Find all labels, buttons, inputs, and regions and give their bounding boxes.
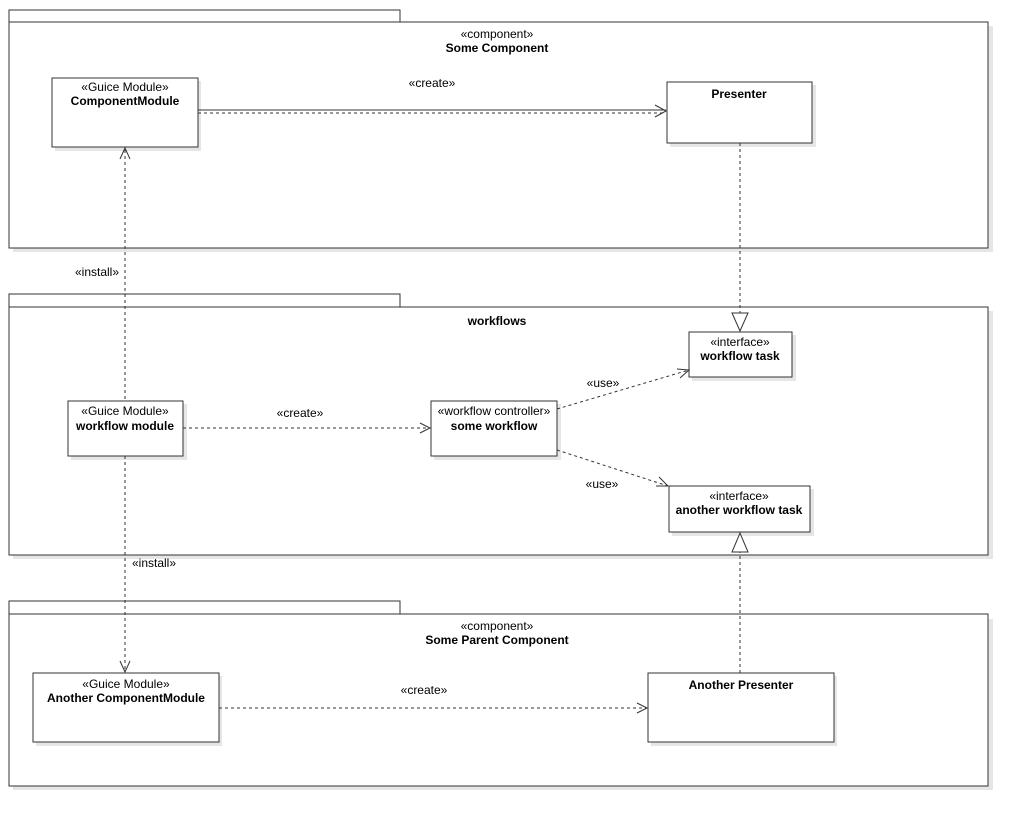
node-component-module[interactable]: «Guice Module» ComponentModule <box>51 77 201 151</box>
node-title: another workflow task <box>676 503 803 517</box>
arrowhead-open <box>676 368 691 379</box>
edge-use-someworkflow-anotherworkflowtask[interactable]: «use» <box>556 449 670 491</box>
node-title: Another Presenter <box>689 678 794 692</box>
package-tab <box>8 293 401 308</box>
edge-create-componentmodule-presenter[interactable]: «create» <box>198 76 668 118</box>
package-title: Some Parent Component <box>425 633 568 647</box>
node-title: Presenter <box>711 87 767 101</box>
node-stereotype: «Guice Module» <box>81 80 169 94</box>
edge-label: «use» <box>587 376 620 390</box>
node-stereotype: «Guice Module» <box>82 677 170 691</box>
edge-install-workflowmodule-componentmodule[interactable]: «install» <box>75 146 131 400</box>
edge-use-someworkflow-workflowtask[interactable]: «use» <box>556 368 691 410</box>
edge-create-anothercomponentmodule-anotherpresenter[interactable]: «create» <box>219 683 649 714</box>
edge-install-workflowmodule-anothercomponentmodule[interactable]: «install» <box>119 456 176 674</box>
edge-label: «create» <box>401 683 448 697</box>
package-stereotype: «component» <box>461 619 534 633</box>
edge-realize-presenter-workflowtask[interactable] <box>731 143 749 333</box>
edge-label: «use» <box>586 477 619 491</box>
package-stereotype: «component» <box>461 27 534 41</box>
node-workflow-module[interactable]: «Guice Module» workflow module <box>67 400 187 460</box>
node-stereotype: «interface» <box>709 489 769 503</box>
arrowhead-open <box>656 476 670 487</box>
arrowhead-open <box>636 702 649 714</box>
node-stereotype: «workflow controller» <box>438 404 551 418</box>
arrowhead-triangle <box>731 312 749 333</box>
package-tab <box>8 9 401 23</box>
arrowhead-open <box>119 660 131 674</box>
node-title: some workflow <box>451 419 538 433</box>
package-tab <box>8 600 401 615</box>
node-stereotype: «Guice Module» <box>81 404 169 418</box>
node-title: ComponentModule <box>71 94 180 108</box>
edge-label: «create» <box>409 76 456 90</box>
package-title: Some Component <box>446 41 549 55</box>
node-workflow-task[interactable]: «interface» workflow task <box>688 331 796 381</box>
node-stereotype: «interface» <box>710 335 770 349</box>
edge-realize-anotherpresenter-anotherworkflowtask[interactable] <box>731 531 749 673</box>
edge-create-workflowmodule-someworkflow[interactable]: «create» <box>183 406 432 434</box>
node-another-workflow-task[interactable]: «interface» another workflow task <box>668 485 814 536</box>
node-another-component-module[interactable]: «Guice Module» Another ComponentModule <box>32 672 222 746</box>
arrowhead-open <box>119 146 131 160</box>
package-title: workflows <box>467 314 527 328</box>
node-title: workflow module <box>75 419 174 433</box>
edge-label: «install» <box>75 265 119 279</box>
node-title: workflow task <box>699 349 780 363</box>
edge-label: «install» <box>132 556 176 570</box>
arrowhead-open <box>419 422 432 434</box>
arrowhead-triangle <box>731 531 749 553</box>
edge-label: «create» <box>277 406 324 420</box>
arrowhead-open <box>654 104 668 118</box>
node-another-presenter[interactable]: Another Presenter <box>647 672 837 746</box>
node-title: Another ComponentModule <box>47 691 205 705</box>
node-presenter[interactable]: Presenter <box>666 81 816 147</box>
node-some-workflow[interactable]: «workflow controller» some workflow <box>430 400 561 460</box>
